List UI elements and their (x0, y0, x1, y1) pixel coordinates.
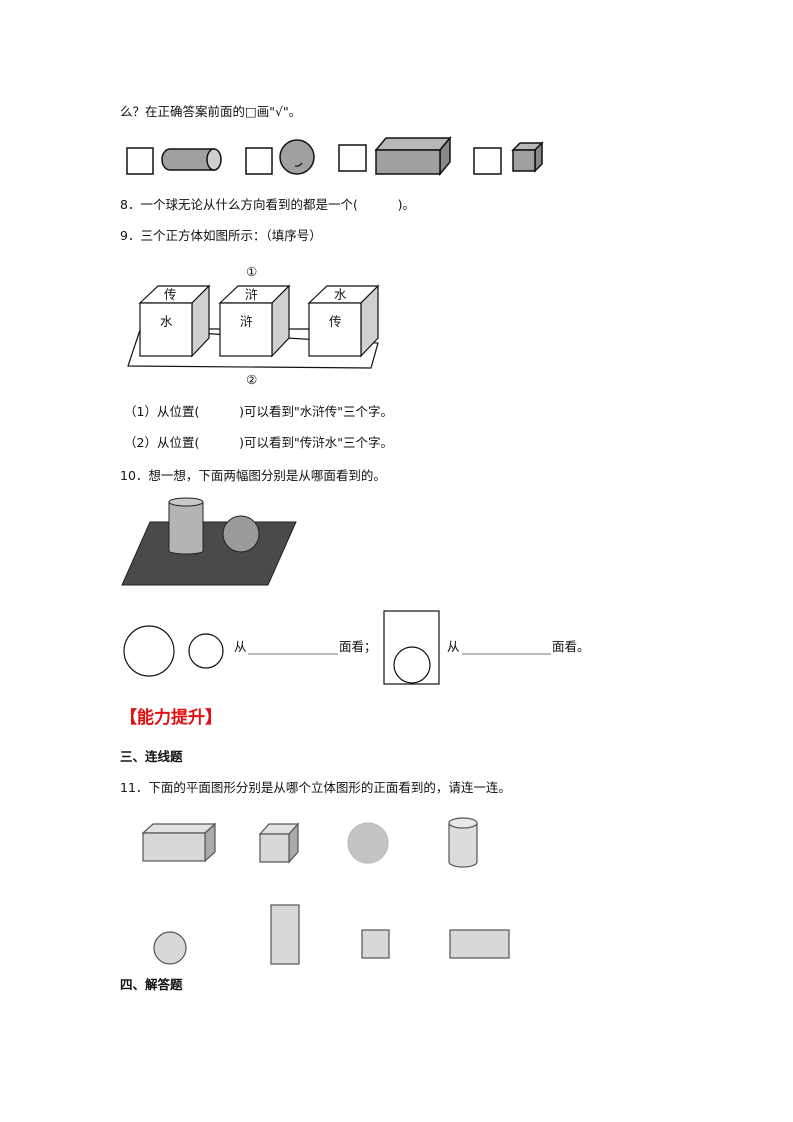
q9-sub2: （2）从位置( )可以看到"传浒水"三个字。 (124, 435, 393, 450)
q8-text: 8．一个球无论从什么方向看到的都是一个( )。 (120, 197, 415, 212)
cylinder (168, 497, 204, 555)
cube-3 (307, 284, 380, 358)
cube-3-front-char: 传 (329, 314, 342, 329)
q11-solids (141, 817, 478, 868)
tall-rectangle (270, 904, 300, 965)
cube (511, 141, 544, 173)
section-ability-heading: 【能力提升】 (120, 708, 222, 728)
square (361, 929, 390, 959)
cube (258, 822, 300, 864)
sphere (222, 515, 260, 553)
sphere (347, 822, 389, 864)
q10-text: 10．想一想，下面两幅图分别是从哪面看到的。 (120, 468, 386, 483)
position-1-label: ① (246, 264, 258, 279)
q10-see-1: 面看； (339, 639, 377, 654)
q10-see-2: 面看。 (552, 639, 590, 654)
q11-text: 11．下面的平面图形分别是从哪个立体图形的正面看到的，请连一连。 (120, 780, 511, 795)
q7-options (126, 135, 544, 177)
q11-plane-shapes (153, 904, 510, 965)
section-4-heading: 四、解答题 (120, 977, 183, 992)
q9-sub1: （1）从位置( )可以看到"水浒传"三个字。 (124, 404, 393, 419)
cube-1-front-char: 水 (160, 314, 173, 329)
cube-1 (138, 284, 211, 358)
cube-2-front-char: 浒 (240, 314, 253, 329)
cube-3-top-char: 水 (334, 287, 347, 302)
cuboid (374, 135, 452, 177)
q9-text: 9．三个正方体如图所示：（填序号） (120, 228, 322, 243)
cube-2-top-char: 浒 (245, 287, 258, 302)
cylinder-lying (161, 148, 222, 171)
q10-scene (121, 497, 297, 586)
q9-cubes-figure (127, 284, 380, 369)
q7-instruction: 么？在正确答案前面的□画"√"。 (120, 104, 302, 119)
sphere (279, 139, 315, 175)
cylinder (448, 817, 478, 868)
cube-1-top-char: 传 (164, 287, 177, 302)
circle (153, 931, 187, 965)
q10-from-1: 从 (234, 639, 247, 654)
q10-from-2: 从 (447, 639, 460, 654)
cube-2 (218, 284, 291, 358)
checkbox-4[interactable] (473, 147, 502, 175)
wide-rectangle (449, 929, 510, 959)
section-3-heading: 三、连线题 (120, 749, 183, 764)
checkbox-2[interactable] (245, 147, 273, 175)
checkbox-1[interactable] (126, 147, 154, 175)
position-2-label: ② (246, 372, 258, 387)
cuboid (141, 822, 217, 863)
q10-views (123, 610, 440, 685)
checkbox-3[interactable] (338, 144, 367, 172)
